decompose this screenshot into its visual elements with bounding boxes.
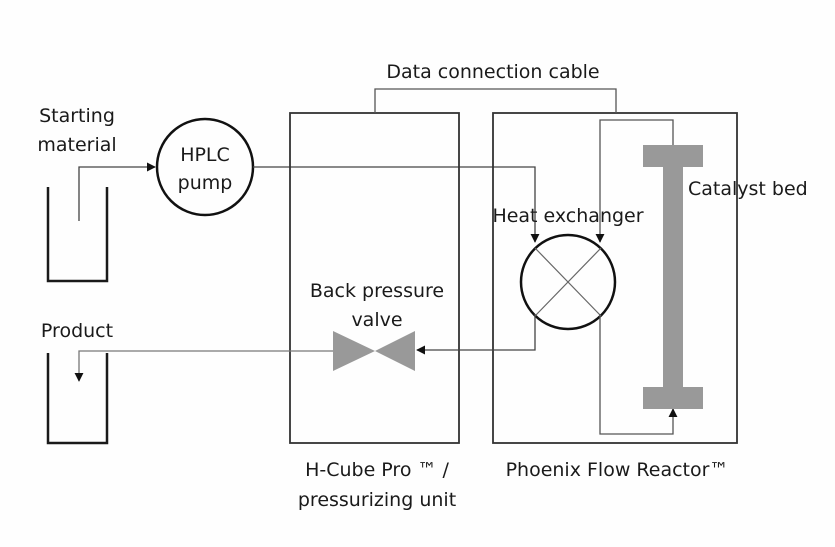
catalyst-bed-label: Catalyst bed bbox=[688, 178, 808, 200]
exchanger-to-valve-line bbox=[416, 314, 536, 355]
product-label: Product bbox=[41, 320, 113, 342]
valve-to-product-line bbox=[74, 350, 333, 382]
back-pressure-valve bbox=[333, 331, 415, 371]
pump-to-exchanger-line bbox=[253, 166, 540, 243]
heat-exchanger-label: Heat exchanger bbox=[492, 205, 643, 227]
starting-material-label: Starting bbox=[39, 105, 115, 127]
heat-exchanger bbox=[519, 233, 617, 331]
back-pressure-valve-label: Back pressure bbox=[310, 280, 444, 302]
starting-material-label-2: material bbox=[37, 134, 116, 156]
phoenix-label: Phoenix Flow Reactor™ bbox=[506, 459, 729, 481]
inlet-tube bbox=[78, 162, 156, 221]
phoenix-reactor-box bbox=[492, 112, 738, 444]
hcube-unit-box bbox=[289, 112, 460, 444]
data-cable-label: Data connection cable bbox=[386, 61, 599, 83]
catalyst-bed bbox=[643, 145, 703, 409]
hplc-pump bbox=[155, 117, 255, 217]
hcube-label: H-Cube Pro ™ / bbox=[305, 459, 449, 481]
back-pressure-valve-label-2: valve bbox=[351, 309, 402, 331]
starting-material-beaker bbox=[46, 187, 109, 283]
heat-exchanger-cross-b bbox=[534, 247, 602, 317]
pump-label: HPLC bbox=[180, 144, 230, 166]
catalyst-to-exchanger-line bbox=[595, 119, 674, 243]
data-connection-cable bbox=[374, 88, 617, 113]
pump-label-2: pump bbox=[178, 172, 233, 194]
product-beaker bbox=[46, 353, 109, 445]
hcube-label-2: pressurizing unit bbox=[298, 489, 456, 511]
exchanger-to-catalyst-line bbox=[599, 314, 678, 435]
